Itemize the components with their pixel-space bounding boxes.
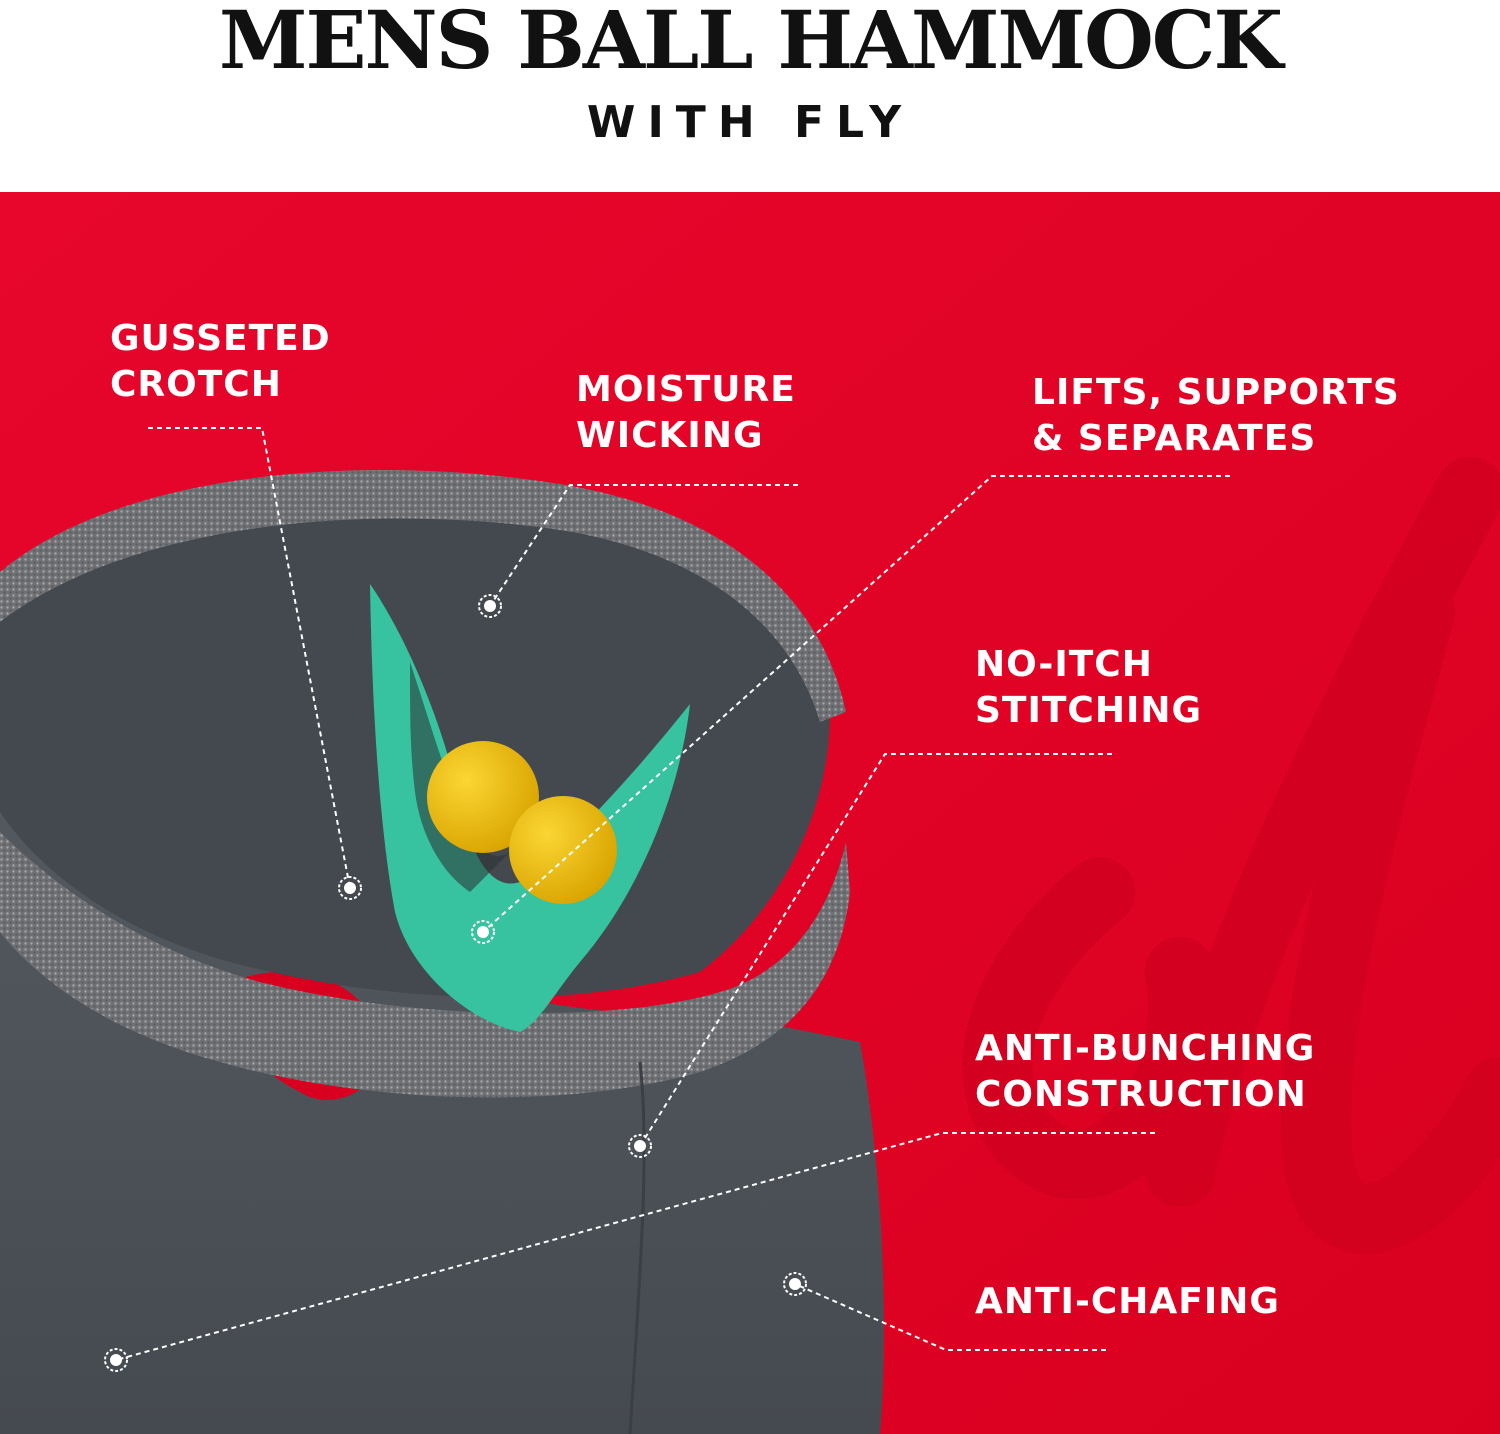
feature-label-anti-bunching: ANTI-BUNCHING CONSTRUCTION bbox=[975, 1026, 1315, 1118]
feature-label-line: ANTI-BUNCHING bbox=[975, 1028, 1316, 1069]
feature-label-line: LIFTS, SUPPORTS bbox=[1032, 372, 1400, 413]
product-illustration bbox=[0, 192, 1500, 1434]
callout-line-noitch bbox=[639, 753, 1112, 1147]
callout-dots bbox=[104, 594, 807, 1372]
feature-label-line: MOISTURE bbox=[576, 369, 796, 410]
feature-label-line: GUSSETED bbox=[110, 318, 331, 359]
feature-label-line: STITCHING bbox=[975, 690, 1203, 731]
target-dot-icon bbox=[478, 594, 502, 618]
header: MENS BALL HAMMOCK WITH FLY bbox=[0, 0, 1500, 192]
feature-label-line: & SEPARATES bbox=[1032, 418, 1317, 459]
page-title: MENS BALL HAMMOCK bbox=[219, 0, 1283, 87]
fly-seam bbox=[628, 1061, 646, 1434]
callout-line-gusseted bbox=[148, 427, 351, 889]
feature-label-line: ANTI-CHAFING bbox=[975, 1281, 1280, 1322]
callout-line-lifts bbox=[482, 475, 1230, 933]
target-dot-icon bbox=[338, 876, 362, 900]
callout-line-antibunching bbox=[115, 1132, 1155, 1361]
feature-label-line: CONSTRUCTION bbox=[975, 1074, 1307, 1115]
feature-label-gusseted-crotch: GUSSETED CROTCH bbox=[110, 316, 331, 408]
page-subtitle: WITH FLY bbox=[586, 97, 914, 148]
hammock-pouch bbox=[370, 584, 690, 1032]
feature-panel: GUSSETED CROTCH MOISTURE WICKING LIFTS, … bbox=[0, 192, 1500, 1434]
hammock-inner bbox=[410, 662, 510, 892]
feature-label-line: WICKING bbox=[576, 415, 764, 456]
feature-label-line: CROTCH bbox=[110, 364, 282, 405]
yellow-ball-left bbox=[427, 741, 539, 853]
decorative-script-mark bbox=[962, 457, 1500, 1254]
target-dot-icon bbox=[783, 1272, 807, 1296]
feature-label-no-itch: NO-ITCH STITCHING bbox=[975, 642, 1202, 734]
target-dot-icon bbox=[628, 1134, 652, 1158]
callout-lines bbox=[115, 427, 1230, 1361]
waistband-back bbox=[0, 469, 846, 722]
feature-label-lifts-supports: LIFTS, SUPPORTS & SEPARATES bbox=[1032, 370, 1400, 462]
yellow-ball-right bbox=[509, 796, 617, 904]
feature-label-moisture-wicking: MOISTURE WICKING bbox=[576, 367, 796, 459]
callout-line-moisture bbox=[489, 484, 798, 607]
target-dot-icon bbox=[471, 920, 495, 944]
target-dot-icon bbox=[104, 1348, 128, 1372]
waistband-front bbox=[0, 832, 850, 1098]
feature-label-anti-chafing: ANTI-CHAFING bbox=[975, 1279, 1280, 1325]
feature-label-line: NO-ITCH bbox=[975, 644, 1153, 685]
